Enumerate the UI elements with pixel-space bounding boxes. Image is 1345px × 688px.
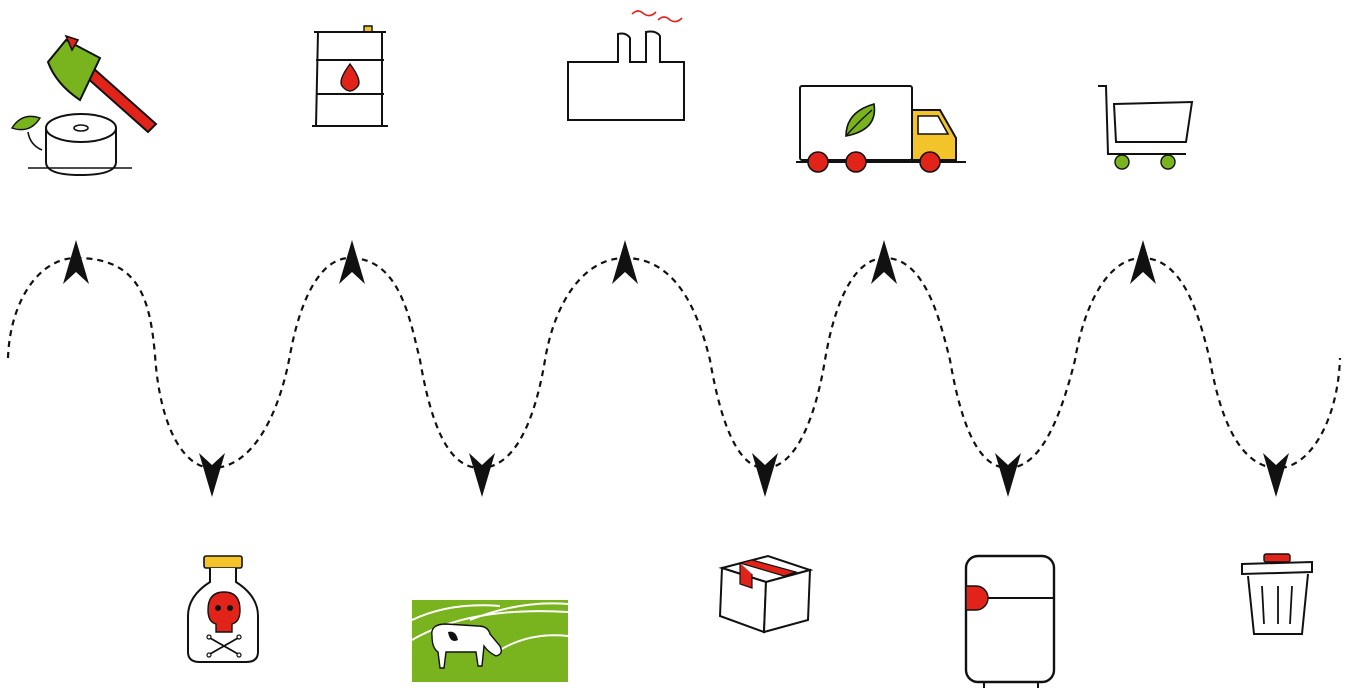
factory-icon: [567, 10, 685, 121]
arrow-up-5-icon: [1130, 240, 1156, 284]
cow-field-icon: [411, 600, 569, 682]
delivery-truck-icon: [796, 85, 966, 173]
arrow-down-3-icon: [752, 453, 778, 497]
arrow-up-3-icon: [612, 240, 638, 284]
arrow-up-2-icon: [339, 240, 365, 284]
shopping-cart-icon: [1098, 85, 1194, 170]
refrigerator-icon: [964, 554, 1056, 688]
arrow-up-4-icon: [871, 240, 897, 284]
cardboard-box-icon: [718, 554, 814, 634]
arrow-up-1-icon: [63, 240, 89, 284]
arrow-down-4-icon: [995, 453, 1021, 497]
trash-can-icon: [1241, 553, 1313, 635]
axe-and-log-icon: [10, 34, 158, 177]
arrow-down-5-icon: [1263, 453, 1289, 497]
dashed-wave-path: [6, 256, 1342, 470]
arrow-down-2-icon: [469, 453, 495, 497]
arrow-down-1-icon: [199, 453, 225, 497]
poison-bottle-icon: [187, 555, 259, 663]
oil-barrel-icon: [312, 25, 388, 127]
